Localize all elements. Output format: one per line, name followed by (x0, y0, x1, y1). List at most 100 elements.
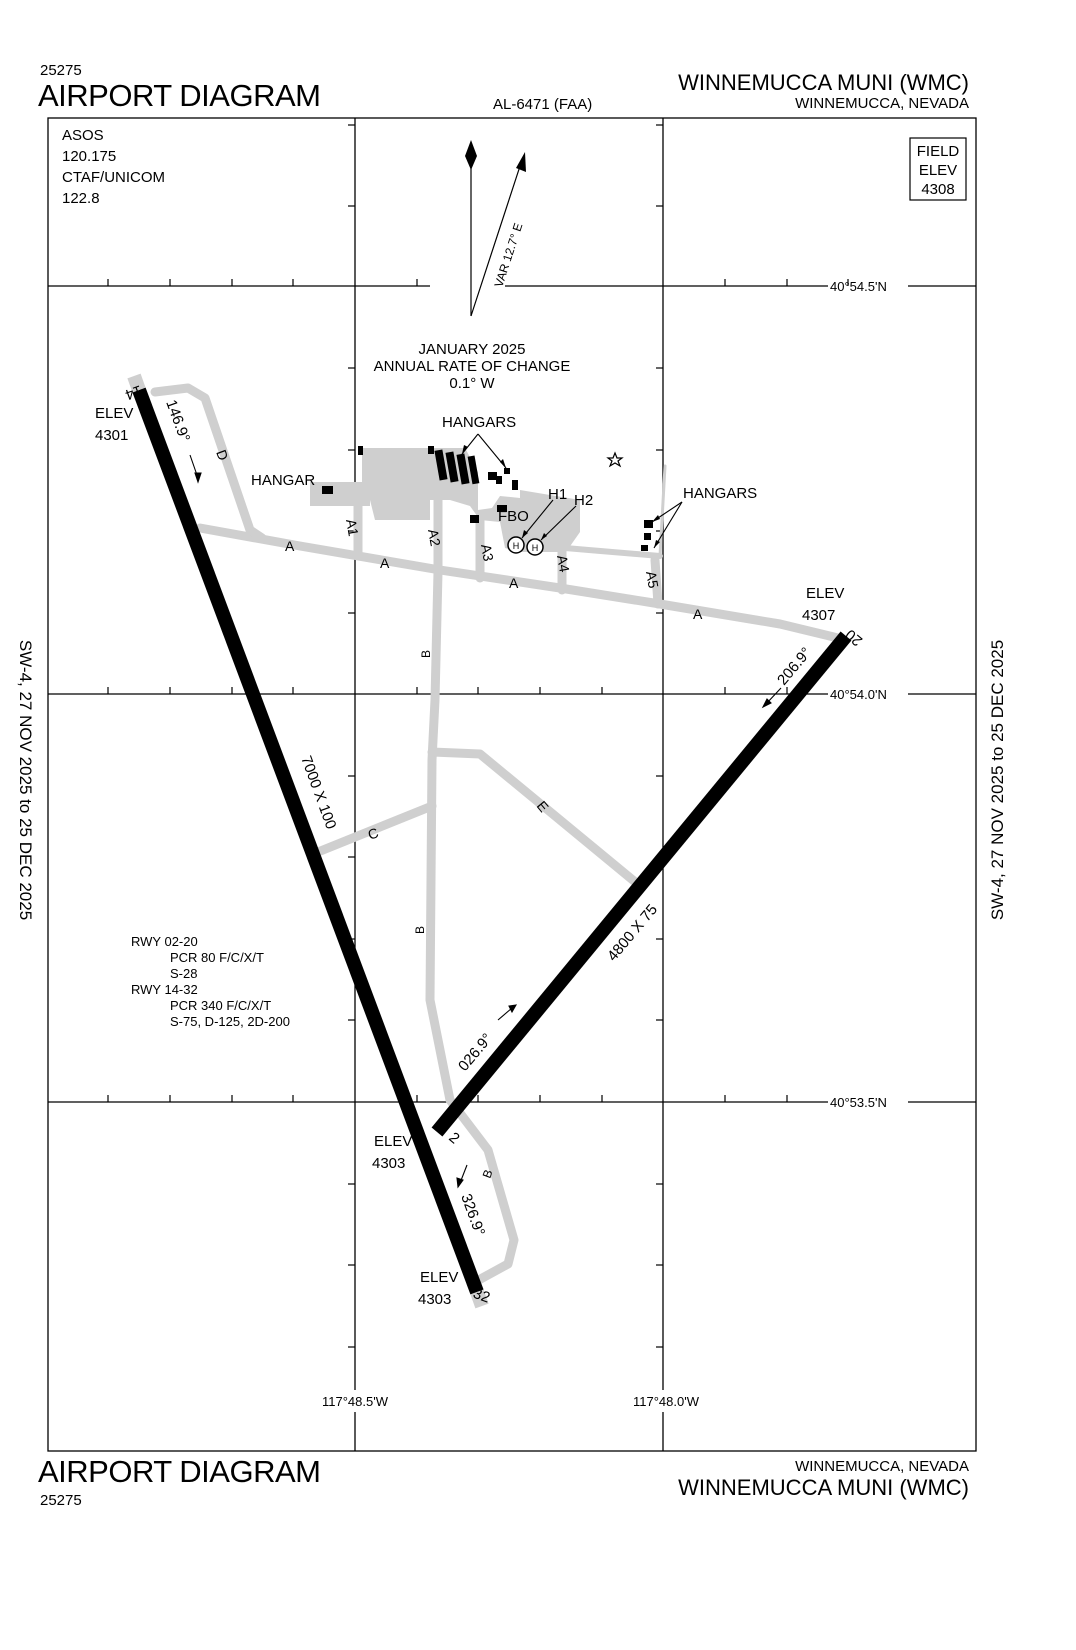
beacon-star-icon (606, 451, 624, 468)
taxiway-label-a: A (380, 555, 390, 571)
buildings (322, 446, 653, 551)
aprons (310, 448, 580, 552)
magvar-rate: 0.1° W (449, 375, 495, 392)
taxiway-apron-east (562, 545, 663, 559)
procedure-id-bottom: 25275 (40, 1492, 82, 1509)
rwy14-elev-value: 4301 (95, 427, 128, 444)
latitude-label-mid: 40°54.0'N (830, 687, 887, 702)
taxiway-label-b: B (413, 926, 427, 934)
pcr-rwy-02-20-strength: S-28 (170, 966, 197, 981)
pcr-rwy-02-20: RWY 02-20 (131, 934, 198, 949)
hangar-building (358, 446, 363, 455)
procedure-id-top: 25275 (40, 62, 82, 79)
asos-frequency: 120.175 (62, 148, 116, 165)
grid-frame (47, 117, 977, 1452)
rwy2-elev-value: 4303 (372, 1155, 405, 1172)
pcr-rwy-14-32: RWY 14-32 (131, 982, 198, 997)
hangar-building (445, 451, 459, 483)
pcr-rwy-14-32-value: PCR 340 F/C/X/T (170, 998, 271, 1013)
taxiway-label-a1: A1 (343, 518, 362, 538)
variation-label: VAR 12.7° E (492, 221, 526, 289)
taxiway-d (150, 383, 267, 543)
north-arrow-icon (465, 140, 526, 317)
hangars-label: HANGARS (442, 414, 516, 431)
page-title-top: AIRPORT DIAGRAM (38, 78, 321, 113)
taxiway-c (313, 801, 437, 857)
runway-end-stubs (127, 373, 489, 1309)
fbo-label: FBO (498, 508, 529, 525)
hangar-building (322, 486, 333, 494)
hangar-building (641, 545, 648, 551)
airport-name-top: WINNEMUCCA MUNI (WMC) (678, 70, 969, 95)
airport-name-bottom: WINNEMUCCA MUNI (WMC) (678, 1475, 969, 1500)
taxiway-label-a2: A2 (425, 528, 444, 548)
helipad-h1 (507, 536, 525, 554)
latitude-label-bottom: 40°53.5'N (830, 1095, 887, 1110)
longitude-label-left: 117°48.5'W (322, 1394, 389, 1409)
magvar-date: JANUARY 2025 (418, 341, 525, 358)
taxiway-hangar-link (658, 464, 667, 558)
rwy20-elev-value: 4307 (802, 607, 835, 624)
field-elev-line2: ELEV (919, 162, 957, 179)
longitude-label-right: 117°48.0'W (633, 1394, 700, 1409)
helipad-h1-symbol: H (513, 541, 520, 551)
hangar-building (644, 533, 651, 540)
hangar-building (470, 515, 479, 523)
taxiway-label-a: A (285, 538, 295, 554)
map-labels: 14 ELEV 4301 146.9° 20 ELEV 4307 206.9° … (62, 127, 967, 1409)
hangar-building (497, 505, 507, 512)
field-elev-value: 4308 (921, 181, 954, 198)
rwy14-elev-label: ELEV (95, 405, 133, 422)
rwy32-elev-value: 4303 (418, 1291, 451, 1308)
hangar-building (488, 472, 497, 480)
helipads (507, 536, 544, 556)
helipad-h2 (526, 538, 544, 556)
taxiway-a5 (650, 555, 663, 609)
helipad-h2-label: H2 (574, 492, 593, 509)
ctaf-unicom-frequency: 122.8 (62, 190, 100, 207)
taxiway-b (425, 567, 519, 1287)
rwy20-elev-label: ELEV (806, 585, 844, 602)
rwy2-elev-label: ELEV (374, 1133, 412, 1150)
page-title-bottom: AIRPORT DIAGRAM (38, 1454, 321, 1489)
rwy14-end-label: 14 (123, 381, 144, 403)
grid-ticks (107, 124, 849, 1348)
runways (132, 387, 852, 1295)
main-apron (362, 448, 580, 552)
hangar-building (504, 468, 510, 474)
rwy32-heading: 326.9° (457, 1192, 488, 1239)
city-state-bottom: WINNEMUCCA, NEVADA (795, 1458, 969, 1475)
latitude-label-top: 40°54.5'N (830, 279, 887, 294)
taxiway-label-a4: A4 (554, 554, 573, 574)
rwy2-end-label: 2 (445, 1129, 462, 1147)
city-state-top: WINNEMUCCA, NEVADA (795, 95, 969, 112)
helipad-h2-symbol: H (532, 543, 539, 553)
hangar-building (644, 520, 653, 528)
callout-arrowheads (462, 445, 660, 548)
pcr-rwy-02-20-value: PCR 80 F/C/X/T (170, 950, 264, 965)
heading-arrows (189, 454, 782, 1189)
field-elev-line1: FIELD (917, 143, 960, 160)
field-elev-box (909, 137, 967, 201)
taxiway-label-a3: A3 (478, 543, 497, 563)
asos-label: ASOS (62, 127, 104, 144)
hangar-label: HANGAR (251, 472, 315, 489)
apron-fill-a2 (370, 500, 430, 520)
diagram-border (47, 117, 977, 1452)
taxiway-label-a: A (693, 606, 703, 622)
rwy32-elev-label: ELEV (420, 1269, 458, 1286)
hangar-building (434, 449, 448, 481)
ctaf-unicom-label: CTAF/UNICOM (62, 169, 165, 186)
rwy14-heading: 146.9° (162, 398, 193, 445)
al-number: AL-6471 (FAA) (493, 96, 593, 113)
taxiway-label-a5: A5 (643, 570, 662, 590)
hangar-apron-west (310, 482, 370, 506)
hangar-building (496, 476, 502, 484)
taxiway-label-a: A (509, 575, 519, 591)
hangar-building (512, 480, 518, 490)
hangars-label-east: HANGARS (683, 485, 757, 502)
pcr-rwy-14-32-strength: S-75, D-125, 2D-200 (170, 1014, 290, 1029)
runway-14-32 (132, 387, 484, 1295)
runway-02-20 (431, 631, 852, 1137)
